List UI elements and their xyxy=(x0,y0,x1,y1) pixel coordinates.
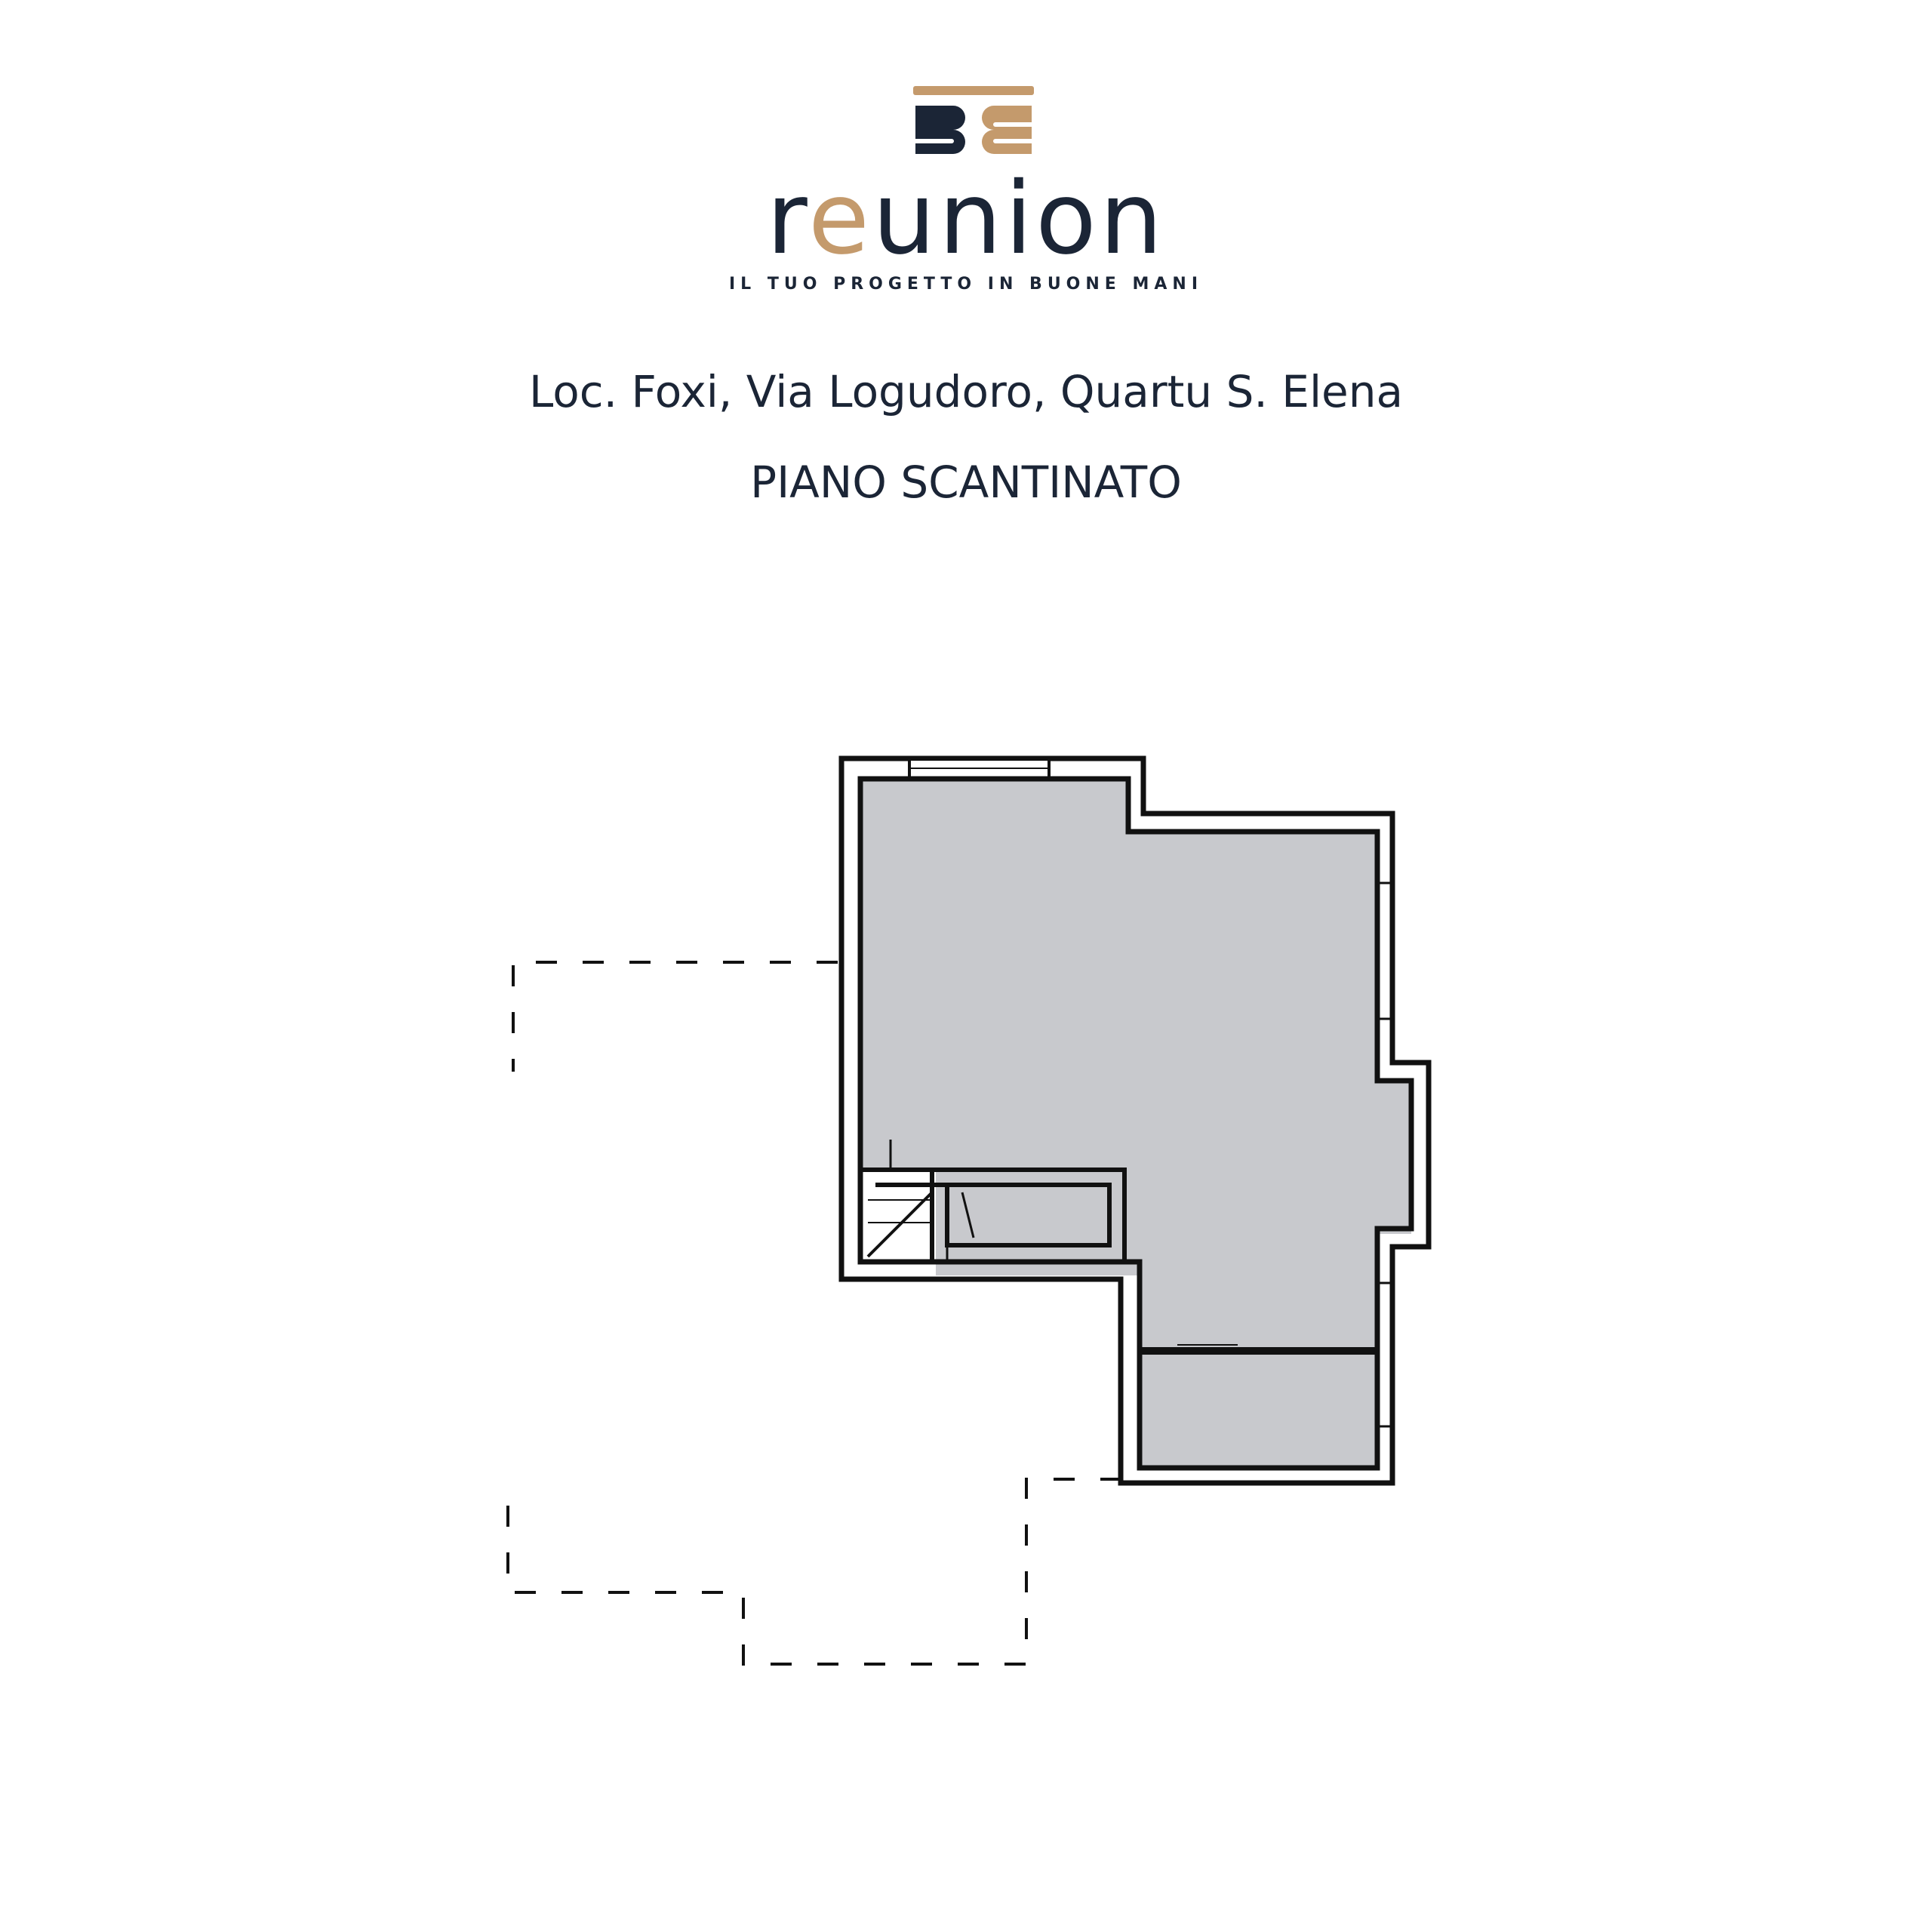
outer-walls xyxy=(838,755,1432,1486)
upper-footprint-outline xyxy=(506,961,1121,1666)
property-address: Loc. Foxi, Via Logudoro, Quartu S. Elena xyxy=(528,366,1404,417)
brand-name-start: r xyxy=(766,161,808,277)
brand-name-end: union xyxy=(872,161,1166,277)
right-windows xyxy=(1377,881,1392,1428)
top-window xyxy=(908,758,1051,779)
stairwell xyxy=(860,1140,1127,1262)
brand-tagline: IL TUO PROGETTO IN BUONE MANI xyxy=(728,275,1204,294)
storage-room-area xyxy=(1140,1358,1377,1468)
floor-label: PIANO SCANTINATO xyxy=(750,457,1182,508)
internal-partition xyxy=(1140,1344,1377,1355)
basement-floor-area xyxy=(860,779,1411,1358)
brand-header: reunion IL TUO PROGETTO IN BUONE MANI Lo… xyxy=(0,0,1932,543)
brand-name-accent: e xyxy=(808,161,873,277)
brand-wordmark: reunion xyxy=(0,158,1932,279)
reunion-logo-icon xyxy=(913,86,1034,154)
